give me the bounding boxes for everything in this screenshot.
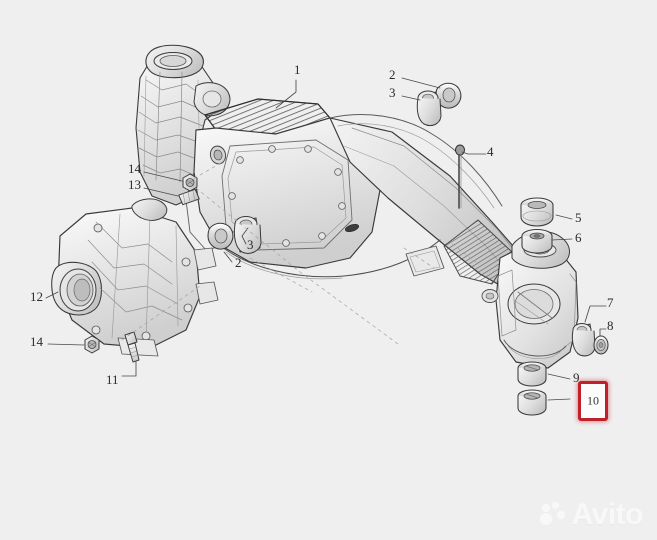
assembly-guide-lines (121, 159, 477, 345)
part-11-bolt (124, 331, 140, 363)
callout-4: 4 (487, 144, 494, 159)
highlight-label: 10 (587, 393, 599, 408)
highlight-box-item-10[interactable]: 10 (578, 381, 608, 421)
axle-beam-body (135, 44, 529, 293)
part-2-washer-top (435, 82, 462, 109)
part-13-stud (178, 188, 200, 206)
callout-3-center: 3 (247, 237, 254, 252)
callout-2-top: 2 (389, 67, 396, 82)
part-7-bushing-sleeve (571, 323, 596, 357)
callout-1: 1 (294, 62, 301, 77)
leader-lines (45, 77, 607, 401)
callout-5: 5 (575, 210, 582, 225)
part-14-nut-lower (84, 335, 100, 354)
callout-14-lower: 14 (30, 334, 43, 349)
callout-2-center: 2 (235, 255, 242, 270)
callout-13: 13 (128, 177, 141, 192)
callout-8: 8 (607, 318, 614, 333)
callout-14-upper: 14 (128, 161, 141, 176)
callout-11: 11 (106, 372, 119, 387)
avito-dots-logo-icon (539, 501, 567, 529)
callout-9: 9 (573, 370, 580, 385)
part-3-bushing-top (416, 90, 442, 127)
part-2-washer-center (207, 222, 234, 250)
callout-6: 6 (575, 230, 582, 245)
callout-7: 7 (607, 295, 614, 310)
part-3-bushing-center (233, 216, 262, 254)
part-14-nut-upper (182, 173, 198, 192)
part-10-bearing-cap (517, 389, 547, 416)
part-6-bearing-seat (521, 228, 553, 254)
callout-12: 12 (30, 289, 43, 304)
avito-watermark-text: Avito (571, 498, 644, 531)
part-4-pin (455, 144, 465, 209)
differential-carrier (51, 198, 219, 357)
avito-watermark: Avito (539, 498, 644, 532)
callout-3-top: 3 (389, 85, 396, 100)
part-5-cap (520, 197, 554, 227)
part-8-seal-ring (593, 335, 609, 355)
part-9-bearing-cup (517, 361, 547, 387)
